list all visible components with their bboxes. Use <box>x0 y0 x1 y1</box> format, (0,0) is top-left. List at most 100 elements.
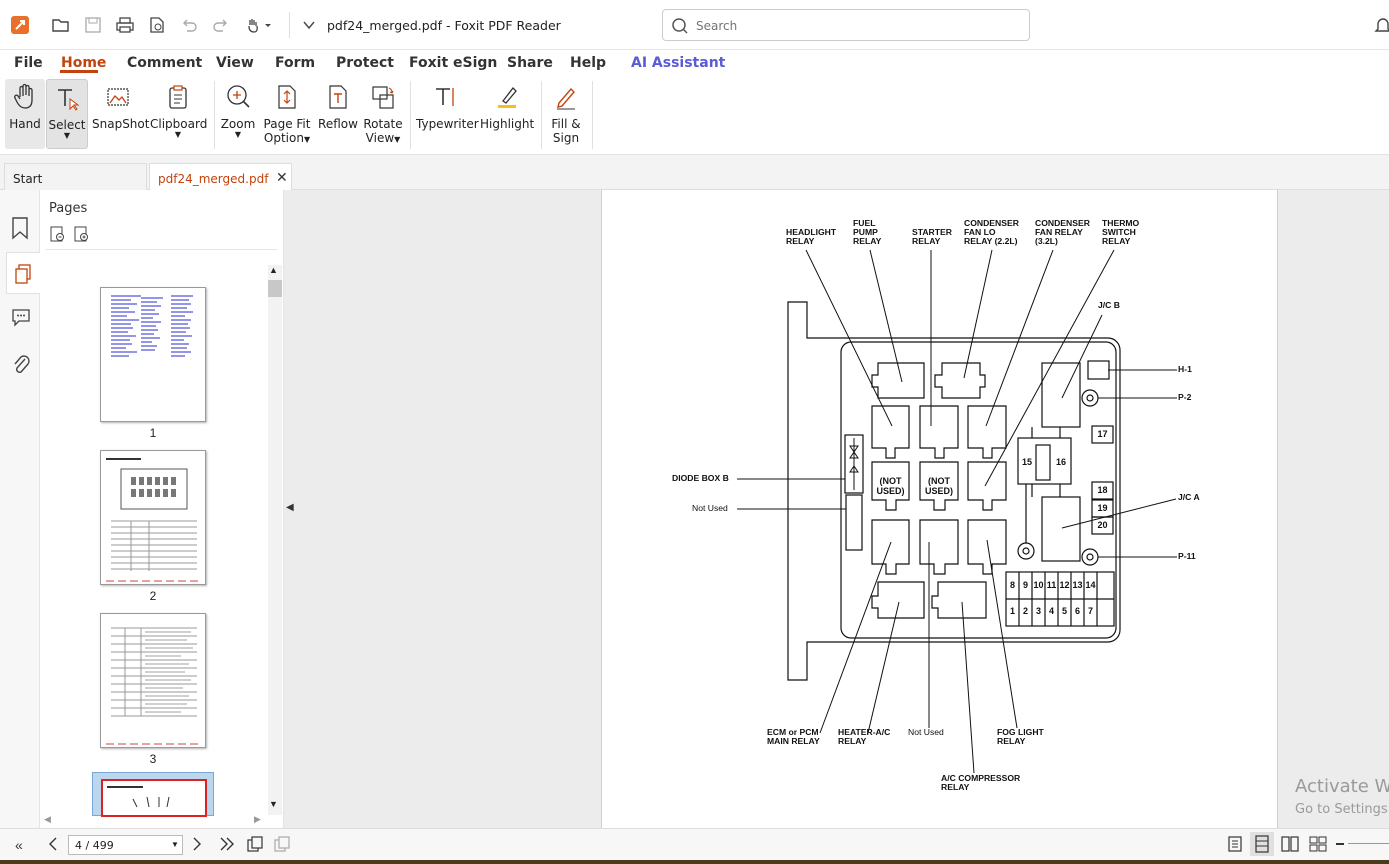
ribbon-separator <box>592 81 593 149</box>
zoom-out-minus-icon[interactable] <box>1336 843 1344 845</box>
page-fit-option-button[interactable]: Page Fit Option▼ <box>262 79 312 149</box>
clipboard-icon <box>150 79 206 115</box>
scroll-down-arrow-icon[interactable]: ▼ <box>269 799 278 809</box>
menu-comment[interactable]: Comment <box>127 55 203 71</box>
first-page-icon[interactable]: « <box>15 837 23 853</box>
thumbnail-1-label: 1 <box>149 426 157 440</box>
hand-button[interactable]: Hand <box>5 79 45 149</box>
scrollbar-thumb[interactable] <box>268 280 282 297</box>
open-folder-icon[interactable] <box>50 14 72 36</box>
attachment-icon[interactable] <box>11 353 31 380</box>
previous-page-icon[interactable] <box>46 835 60 856</box>
page-thumbnail-2[interactable] <box>100 450 206 585</box>
save-icon[interactable] <box>82 14 104 36</box>
print-preview-icon[interactable] <box>146 14 168 36</box>
scroll-left-arrow-icon[interactable]: ◀ <box>44 814 51 824</box>
continuous-view-button[interactable] <box>1250 832 1274 856</box>
fuse-3: 3 <box>1035 606 1041 616</box>
notification-bell-icon[interactable] <box>1372 14 1389 36</box>
scroll-up-arrow-icon[interactable]: ▲ <box>269 265 278 275</box>
single-page-view-icon[interactable] <box>1226 835 1244 856</box>
continuous-facing-view-icon[interactable] <box>1308 835 1328 856</box>
menu-ai-assistant[interactable]: AI Assistant <box>631 55 726 71</box>
panel-horizontal-scrollbar[interactable]: ◀ ▶ <box>44 814 264 826</box>
document-viewer[interactable]: ◀ <box>284 190 1389 828</box>
fill-sign-label-line1: Fill & <box>551 117 581 131</box>
label-h1: H-1 <box>1178 364 1192 374</box>
fuse-16: 16 <box>1055 457 1066 467</box>
snapshot-button[interactable]: SnapShot <box>92 79 149 149</box>
rotate-view-button[interactable]: Rotate View▼ <box>362 79 404 149</box>
menu-protect[interactable]: Protect <box>336 55 394 71</box>
panel-divider <box>46 249 277 250</box>
navigation-sidebar <box>0 190 40 828</box>
tab-pdf24-merged[interactable]: pdf24_merged.pdf ✕ <box>149 163 292 191</box>
menu-home[interactable]: Home <box>61 55 107 71</box>
redo-icon[interactable] <box>210 14 232 36</box>
search-input[interactable] <box>696 17 1016 35</box>
page-dropdown-caret-icon[interactable]: ▼ <box>171 840 179 849</box>
search-icon <box>671 17 689 38</box>
collapse-panel-arrow-icon[interactable]: ◀ <box>286 502 294 513</box>
ribbon-toolbar: Hand Select ▼ SnapShot Clipboard ▼ Zoom … <box>0 77 1389 155</box>
menu-file[interactable]: File <box>14 55 43 71</box>
pages-panel-tab[interactable] <box>6 252 40 294</box>
page-number-input[interactable]: 4 / 499 ▼ <box>68 835 183 855</box>
close-tab-icon[interactable]: ✕ <box>276 170 288 186</box>
undo-icon[interactable] <box>178 14 200 36</box>
panel-scrollbar[interactable]: ▲ ▼ <box>268 265 282 815</box>
menu-bar: File Home Comment View Form Protect Foxi… <box>0 50 1389 77</box>
page-thumbnail-4-selected[interactable] <box>92 772 214 817</box>
zoom-icon <box>220 79 256 115</box>
last-page-icon[interactable] <box>218 835 236 856</box>
fill-sign-button[interactable]: Fill & Sign <box>546 79 586 149</box>
label-p11: P-11 <box>1178 551 1196 561</box>
menu-help[interactable]: Help <box>570 55 607 71</box>
fuse-6: 6 <box>1074 606 1080 616</box>
next-page-icon[interactable] <box>190 835 204 856</box>
page-thumbnail-1[interactable] <box>100 287 206 422</box>
page-thumbnail-zoom-in-icon[interactable] <box>73 225 91 246</box>
chevron-down-icon[interactable] <box>298 14 320 36</box>
fuse-18: 18 <box>1097 485 1108 495</box>
menu-form[interactable]: Form <box>275 55 316 71</box>
menu-view[interactable]: View <box>216 55 254 71</box>
fuse-20: 20 <box>1097 520 1108 530</box>
ribbon-separator <box>214 81 215 149</box>
search-box[interactable] <box>662 9 1030 41</box>
fuse-5: 5 <box>1061 606 1067 616</box>
menu-share[interactable]: Share <box>507 55 553 71</box>
select-button[interactable]: Select ▼ <box>46 79 88 149</box>
previous-view-icon[interactable] <box>246 835 264 856</box>
menu-foxit-esign[interactable]: Foxit eSign <box>409 55 498 71</box>
fuse-1: 1 <box>1009 606 1015 616</box>
label-jc-b: J/C B <box>1098 300 1120 310</box>
fuse-13: 13 <box>1072 580 1083 590</box>
select-dropdown-caret-icon[interactable]: ▼ <box>63 131 71 140</box>
zoom-button[interactable]: Zoom ▼ <box>220 79 256 149</box>
page-thumbnail-3[interactable] <box>100 613 206 748</box>
clipboard-button[interactable]: Clipboard ▼ <box>150 79 207 149</box>
highlight-button[interactable]: Highlight <box>480 79 534 149</box>
zoom-dropdown-caret-icon[interactable]: ▼ <box>234 130 242 139</box>
comment-icon[interactable] <box>10 306 32 331</box>
hand-tool-dropdown-icon[interactable] <box>244 14 274 36</box>
typewriter-button[interactable]: Typewriter <box>416 79 479 149</box>
bookmark-icon[interactable] <box>10 216 30 243</box>
clipboard-dropdown-caret-icon[interactable]: ▼ <box>174 130 182 139</box>
page-thumbnail-zoom-out-icon[interactable] <box>49 225 67 246</box>
facing-view-icon[interactable] <box>1280 835 1300 856</box>
page-fit-dropdown-caret-icon[interactable]: ▼ <box>303 135 311 144</box>
zoom-slider[interactable] <box>1348 843 1389 844</box>
rotate-dropdown-caret-icon[interactable]: ▼ <box>394 135 401 144</box>
tab-start[interactable]: Start <box>4 163 147 190</box>
reflow-button[interactable]: Reflow <box>318 79 358 149</box>
foxit-logo-icon[interactable] <box>9 14 31 36</box>
scroll-right-arrow-icon[interactable]: ▶ <box>254 814 261 824</box>
next-view-icon[interactable] <box>273 835 291 856</box>
print-icon[interactable] <box>114 14 136 36</box>
